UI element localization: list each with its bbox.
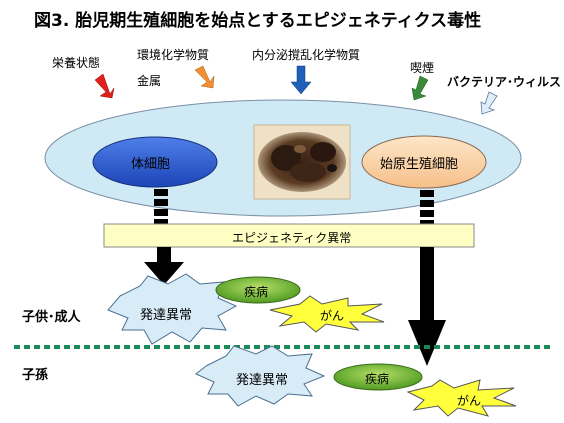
developmental-abnormality-burst [107, 273, 238, 345]
descendant-cancer-label: がん [457, 394, 482, 408]
descendant-label: 子孫 [22, 368, 49, 383]
disease-label: 疾病 [244, 285, 269, 299]
arrow-icon [194, 65, 215, 89]
descendant-developmental-abnormality-label: 発達異常 [236, 373, 289, 388]
descendant-developmental-abnormality-burst [195, 345, 326, 407]
germ-cell-label: 始原生殖細胞 [380, 157, 459, 172]
somatic-dash-column [154, 189, 168, 224]
factor-arrows [94, 65, 498, 115]
factor-nutrition-label: 栄養状態 [52, 56, 101, 70]
somatic-down-arrow [144, 247, 184, 285]
descendant-disease-label: 疾病 [365, 372, 390, 386]
germ-dash-column [420, 190, 434, 224]
factor-env-chemicals-label: 環境化学物質 [137, 48, 210, 62]
child-adult-label: 子供･成人 [22, 310, 81, 325]
factor-smoking-label: 喫煙 [410, 61, 435, 75]
epigenetic-band [103, 223, 475, 248]
somatic-cell-ellipse [92, 136, 218, 188]
disease-oval [215, 276, 301, 304]
developmental-abnormality-label: 発達異常 [140, 308, 193, 323]
descendant-disease-oval [333, 363, 423, 391]
arrow-icon [94, 73, 115, 99]
arrow-icon [480, 91, 498, 115]
germ-cell-ellipse [361, 135, 487, 189]
factor-endocrine-disruptors-label: 内分泌撹乱化学物質 [252, 48, 361, 62]
cancer-label: がん [320, 309, 345, 323]
embryo-image [253, 124, 351, 200]
factor-metal-label: 金属 [137, 74, 162, 88]
germ-down-arrow [408, 247, 446, 366]
diagram-title: 図3. 胎児期生殖細胞を始点とするエピジェネティクス毒性 [34, 11, 482, 31]
arrow-icon [290, 65, 312, 95]
cancer-burst [269, 295, 385, 333]
arrow-icon [411, 75, 429, 101]
factor-bacteria-virus-label: バクテリア･ウィルス [447, 75, 562, 89]
somatic-cell-label: 体細胞 [131, 157, 171, 172]
epigenetic-band-label: エピジェネティク異常 [232, 231, 352, 245]
descendant-cancer-burst [406, 379, 517, 417]
